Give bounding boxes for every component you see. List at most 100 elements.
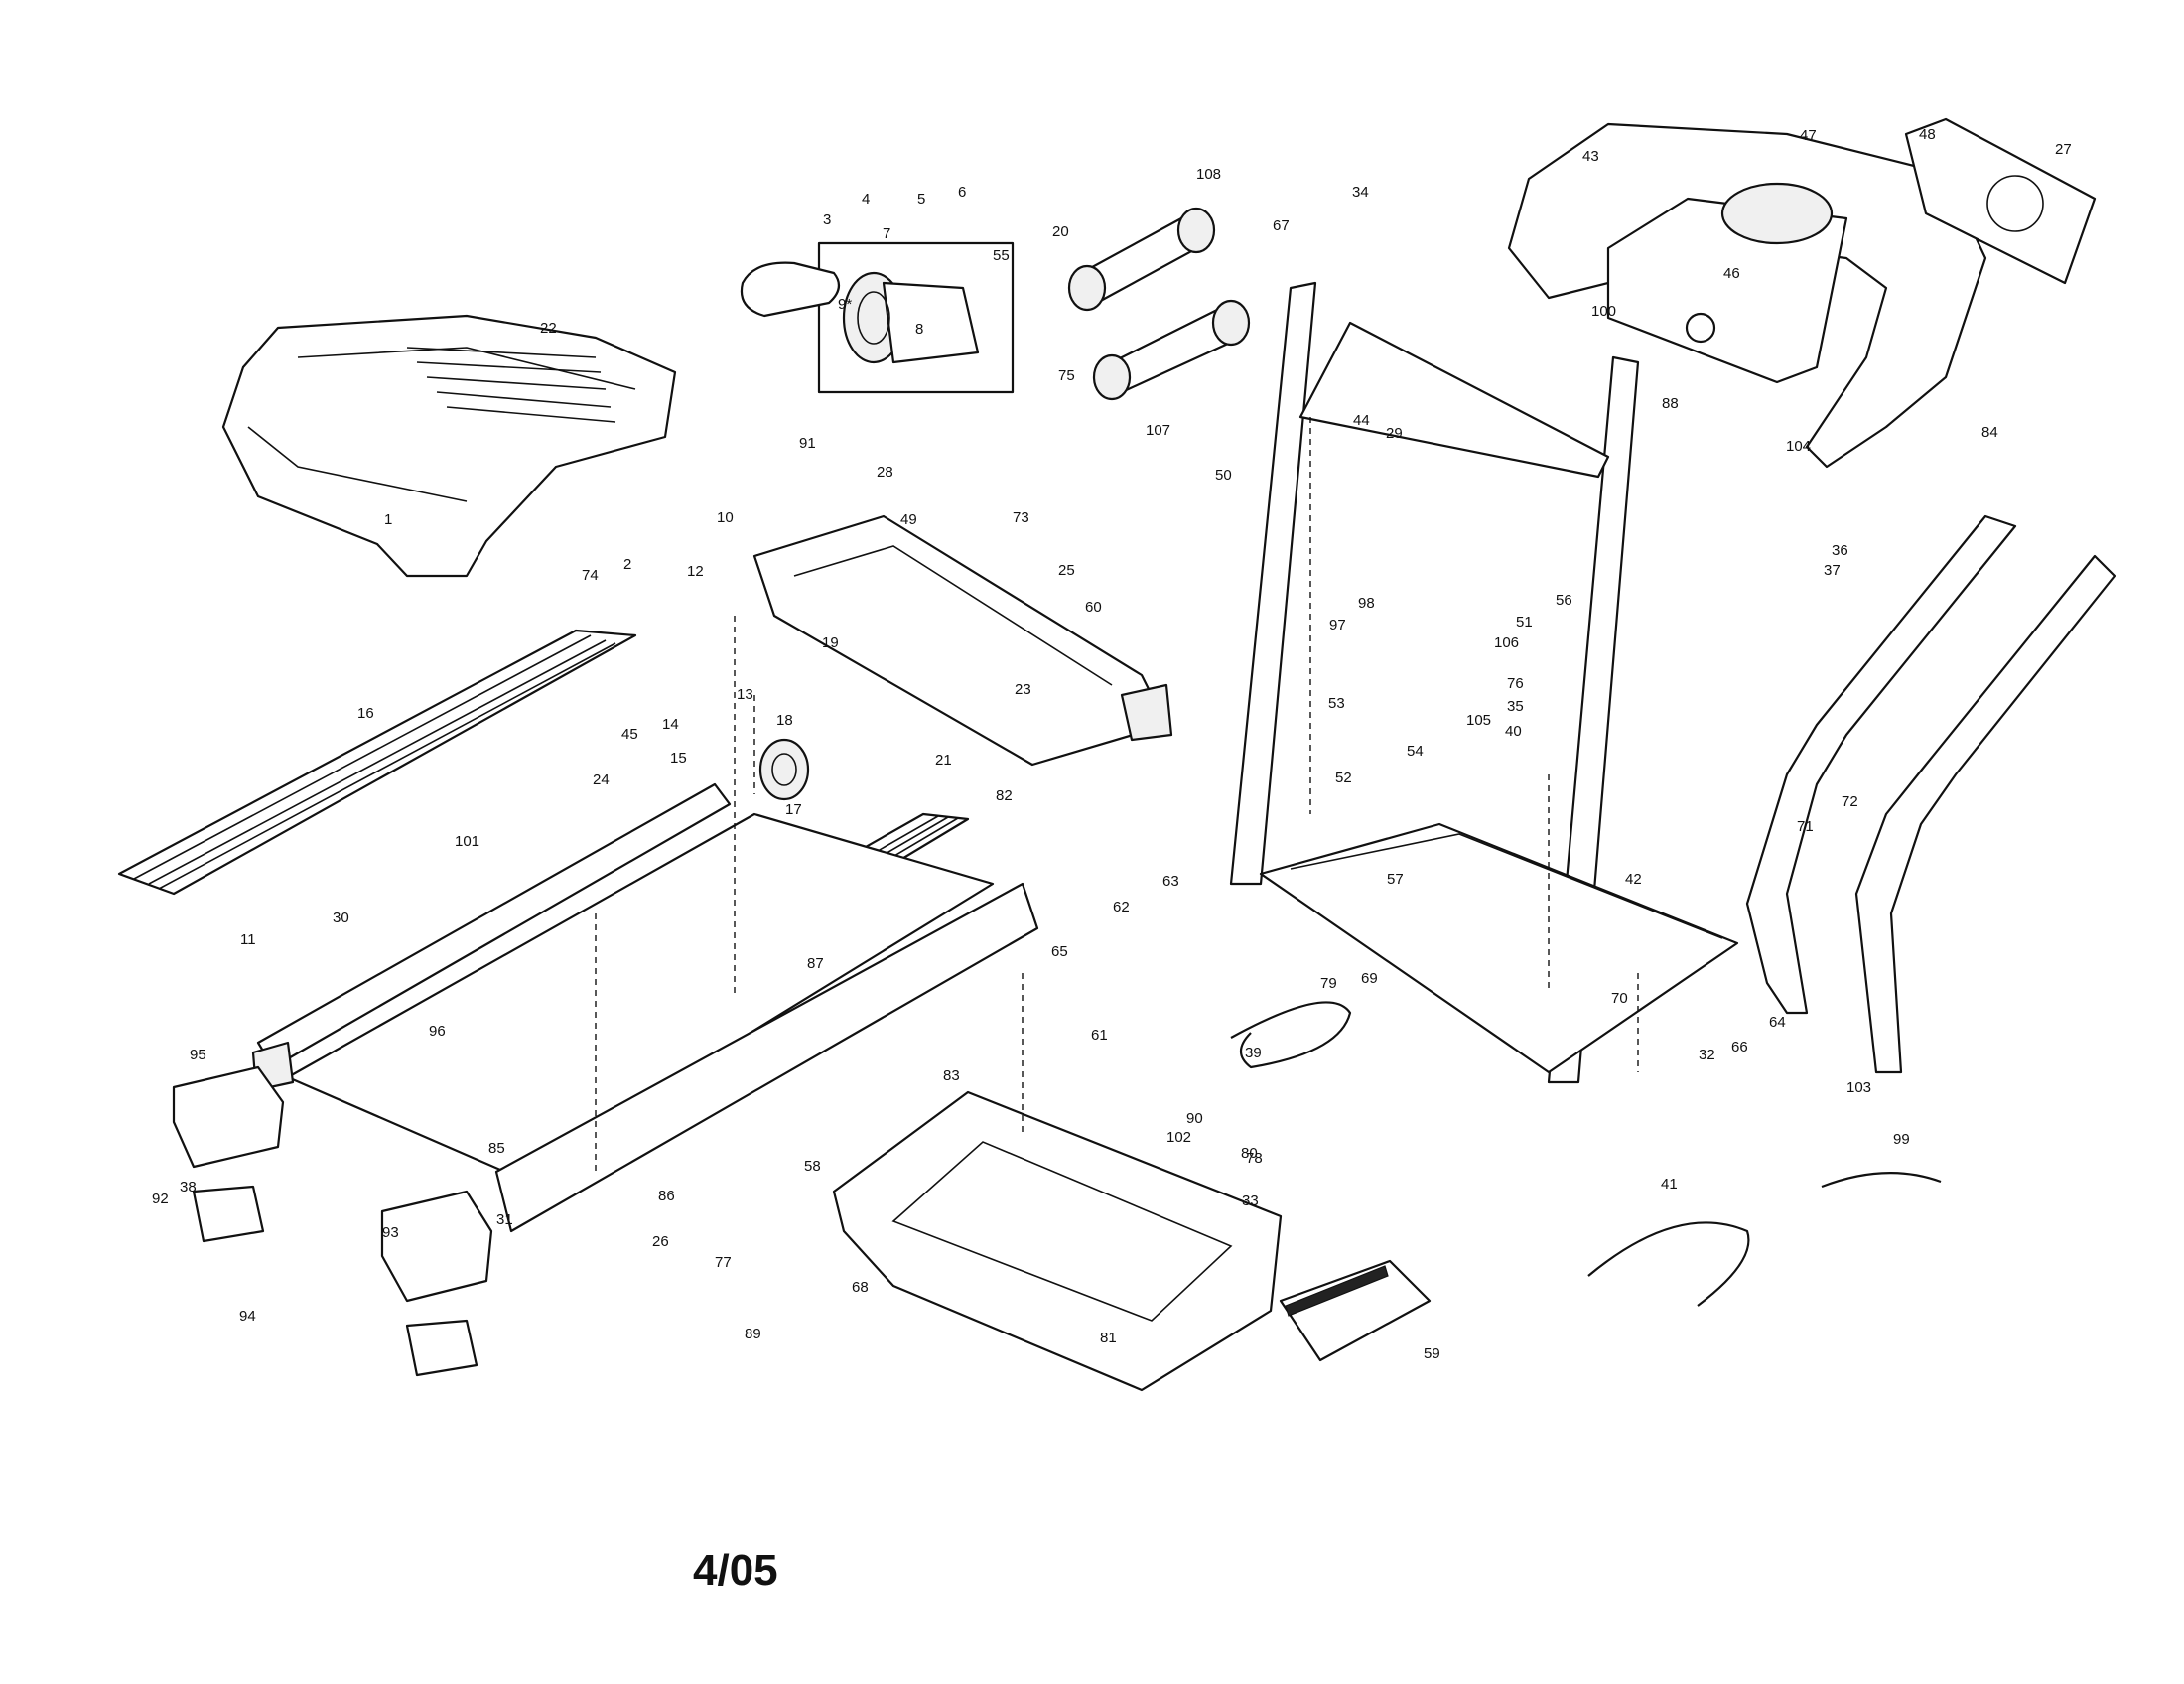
callout-23: 23	[1015, 681, 1031, 698]
callout-31: 31	[496, 1211, 513, 1228]
callout-46: 46	[1723, 265, 1740, 282]
walking-deck	[251, 782, 1039, 1233]
front-roller-pulley	[758, 738, 810, 801]
motor-base-housing	[832, 1090, 1283, 1392]
upright-frame	[1229, 281, 1739, 1084]
dumbbell-set	[1067, 207, 1251, 401]
callout-17: 17	[785, 801, 802, 818]
callout-11: 11	[240, 931, 256, 948]
motor-frame	[752, 514, 1173, 767]
callout-6: 6	[958, 184, 966, 201]
callout-79: 79	[1320, 975, 1337, 992]
callout-88: 88	[1662, 395, 1679, 412]
motor-hood	[221, 314, 677, 578]
callout-37: 37	[1824, 562, 1841, 579]
callout-40: 40	[1505, 723, 1522, 740]
callout-61: 61	[1091, 1027, 1108, 1044]
callout-47: 47	[1800, 127, 1817, 144]
callout-35: 35	[1507, 698, 1524, 715]
callout-78: 78	[1246, 1150, 1263, 1167]
callout-39: 39	[1245, 1045, 1262, 1061]
callout-7: 7	[883, 225, 890, 242]
callout-66: 66	[1731, 1039, 1748, 1055]
callout-12: 12	[687, 563, 704, 580]
callout-93: 93	[382, 1224, 399, 1241]
callout-45: 45	[621, 726, 638, 743]
callout-16: 16	[357, 705, 374, 722]
callout-73: 73	[1013, 509, 1029, 526]
assembly-guide-lines	[595, 417, 1639, 1172]
callout-74: 74	[582, 567, 599, 584]
callout-19: 19	[822, 634, 839, 651]
callout-22: 22	[540, 320, 557, 337]
revision-date: 4/05	[693, 1546, 778, 1595]
callout-57: 57	[1387, 871, 1404, 888]
rear-end-caps	[172, 1065, 493, 1377]
callout-105: 105	[1466, 712, 1491, 729]
callout-98: 98	[1358, 595, 1375, 612]
callout-89: 89	[745, 1326, 761, 1342]
callout-59: 59	[1424, 1345, 1440, 1362]
callout-20: 20	[1052, 223, 1069, 240]
callout-1: 1	[384, 511, 392, 528]
callout-69: 69	[1361, 970, 1378, 987]
callout-56: 56	[1556, 592, 1572, 609]
callout-48: 48	[1919, 126, 1936, 143]
wire-harness	[1587, 1221, 1750, 1307]
callout-71: 71	[1797, 818, 1814, 835]
callout-44: 44	[1353, 412, 1370, 429]
callout-60: 60	[1085, 599, 1102, 616]
callout-14: 14	[662, 716, 679, 733]
callout-9-star: 9*	[838, 296, 852, 313]
callout-21: 21	[935, 752, 952, 769]
callout-68: 68	[852, 1279, 869, 1296]
callout-8: 8	[915, 321, 923, 338]
callout-90: 90	[1186, 1110, 1203, 1127]
callout-84: 84	[1981, 424, 1998, 441]
callout-3: 3	[823, 211, 831, 228]
callout-38: 38	[180, 1179, 197, 1195]
callout-32: 32	[1699, 1047, 1715, 1063]
callout-67: 67	[1273, 217, 1290, 234]
callout-102: 102	[1166, 1129, 1191, 1146]
callout-76: 76	[1507, 675, 1524, 692]
callout-75: 75	[1058, 367, 1075, 384]
callout-25: 25	[1058, 562, 1075, 579]
console-housing	[1507, 122, 1987, 469]
callout-42: 42	[1625, 871, 1642, 888]
callout-53: 53	[1328, 695, 1345, 712]
callout-86: 86	[658, 1188, 675, 1204]
callout-34: 34	[1352, 184, 1369, 201]
callout-104: 104	[1786, 438, 1811, 455]
callout-54: 54	[1407, 743, 1424, 760]
callout-97: 97	[1329, 617, 1346, 633]
callout-81: 81	[1100, 1330, 1117, 1346]
callout-70: 70	[1611, 990, 1628, 1007]
callout-55: 55	[993, 247, 1010, 264]
callout-108: 108	[1196, 166, 1221, 183]
console-back-cover	[1904, 117, 2097, 285]
callout-2: 2	[623, 556, 631, 573]
callout-106: 106	[1494, 634, 1519, 651]
handrail-left	[1745, 514, 2017, 1015]
callout-64: 64	[1769, 1014, 1786, 1031]
callout-30: 30	[333, 910, 349, 926]
callout-107: 107	[1146, 422, 1170, 439]
callout-13: 13	[737, 686, 753, 703]
callout-4: 4	[862, 191, 870, 208]
power-cord	[1230, 1001, 1352, 1069]
callout-77: 77	[715, 1254, 732, 1271]
callout-5: 5	[917, 191, 925, 208]
motor-assembly	[817, 241, 1015, 394]
callout-100: 100	[1591, 303, 1616, 320]
callout-52: 52	[1335, 770, 1352, 786]
side-rail-left	[117, 629, 637, 896]
callout-15: 15	[670, 750, 687, 767]
callout-65: 65	[1051, 943, 1068, 960]
callout-103: 103	[1846, 1079, 1871, 1096]
callout-83: 83	[943, 1067, 960, 1084]
handrail-right	[1854, 554, 2116, 1074]
